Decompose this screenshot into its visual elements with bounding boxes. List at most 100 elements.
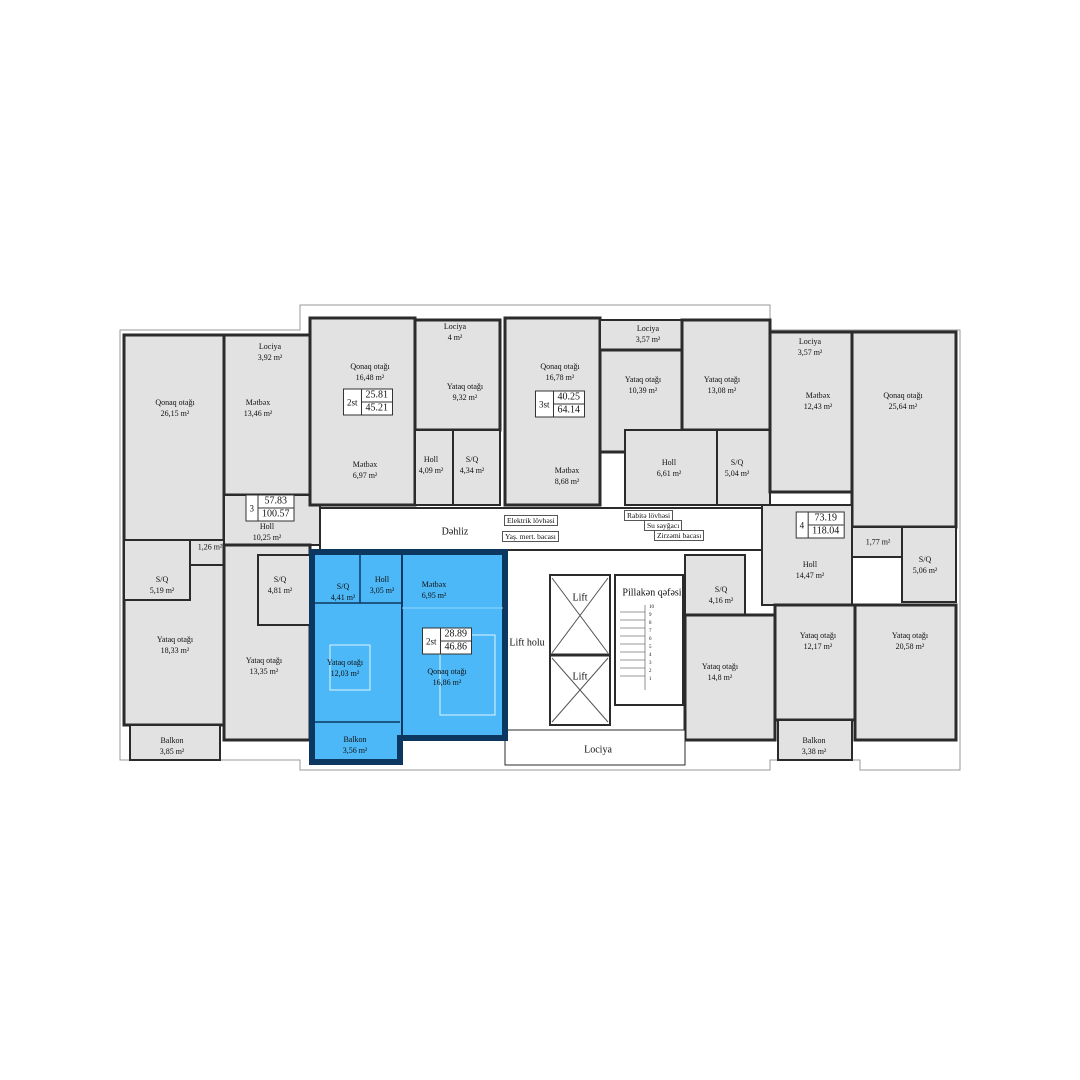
room-name: Qonaq otağı: [883, 391, 923, 400]
living-area: 28.89: [440, 629, 472, 642]
lift-stair-core: [504, 574, 686, 766]
room-name: Balkon: [160, 736, 184, 745]
room-name: Yataq otağı: [703, 375, 741, 384]
total-area: 100.57: [262, 508, 290, 520]
room-name: Yataq otağı: [446, 382, 484, 391]
stair-number: 2: [649, 669, 652, 674]
room-area: 5,19 m²: [149, 586, 175, 595]
stair-number: 9: [649, 613, 652, 618]
room-name: Holl: [374, 575, 390, 584]
room-label: Yataq otağı 13,08 m²: [704, 374, 740, 396]
room-area: 4,09 m²: [418, 466, 444, 475]
room-name: Lociya: [443, 322, 467, 331]
room-area: 12,43 m²: [803, 402, 833, 411]
room-area: 6,61 m²: [656, 469, 682, 478]
room-area: 18,33 m²: [160, 646, 190, 655]
apartment-4-right[interactable]: [683, 330, 958, 761]
room-name: Mətbəx: [245, 398, 271, 407]
room-area: 13,35 m²: [249, 667, 279, 676]
lift-label: Lift: [572, 671, 588, 683]
room-name: Yataq otağı: [701, 662, 739, 671]
room-area: 26,15 m²: [160, 409, 190, 418]
room-label: Qonaq otağı 26,15 m²: [155, 397, 194, 419]
stair-number: 3: [649, 661, 652, 666]
room-name: Mətbəx: [352, 460, 378, 469]
room-name: Mətbəx: [805, 391, 831, 400]
room-name: Lociya: [258, 342, 282, 351]
total-area: 45.21: [365, 402, 389, 414]
apartment-type: 3: [247, 495, 258, 521]
room-name: S/Q: [714, 585, 728, 594]
room-name: S/Q: [730, 458, 744, 467]
room-name: Yataq otağı: [245, 656, 283, 665]
room-label: Holl 3,05 m²: [370, 574, 395, 596]
total-area: 118.04: [812, 525, 840, 537]
room-name: Holl: [661, 458, 677, 467]
room-label: S/Q 4,16 m²: [709, 584, 734, 606]
room-name: Yataq otağı: [891, 631, 929, 640]
living-area: 73.19: [808, 513, 844, 526]
room-name: Yataq otağı: [326, 658, 364, 667]
room-area: 13,08 m²: [707, 386, 737, 395]
room-area: 1,77 m²: [865, 537, 891, 547]
room-area: 8,68 m²: [554, 477, 580, 486]
stair-number: 8: [649, 621, 652, 626]
room-area: 12,03 m²: [330, 669, 360, 678]
room-label: Holl 6,61 m²: [657, 457, 682, 479]
lift-hall-label: Lift holu: [509, 637, 545, 649]
apartment-2st-selected[interactable]: [309, 549, 508, 765]
room-area: 5,06 m²: [912, 566, 938, 575]
utility-tag: Zirzəmi bacası: [654, 530, 705, 541]
room-label: Mətbəx 12,43 m²: [804, 390, 833, 412]
room-area: 4 m²: [447, 333, 463, 342]
stairs-label: Pillakən qəfəsi: [622, 587, 682, 599]
room-area: 4,16 m²: [708, 596, 734, 605]
room-area: 5,04 m²: [724, 469, 750, 478]
stair-number: 10: [649, 605, 654, 610]
room-name: Balkon: [343, 735, 367, 744]
apartment-type: 3st: [536, 391, 554, 417]
room-area: 3,92 m²: [257, 353, 283, 362]
room-label: Balkon 3,85 m²: [160, 735, 185, 757]
room-area: 6,95 m²: [421, 591, 447, 600]
apartment-type: 2st: [344, 389, 362, 415]
stair-numbers: 1 2 3 4 5 6 7 8 9 10: [649, 604, 654, 684]
loggia-label: Lociya: [584, 744, 612, 756]
room-label: 1,77 m²: [866, 537, 891, 548]
room-name: S/Q: [273, 575, 287, 584]
room-name: Mətbəx: [554, 466, 580, 475]
apartment-2st-top[interactable]: [308, 316, 502, 507]
living-area: 57.83: [258, 496, 294, 509]
room-area: 3,57 m²: [635, 335, 661, 344]
room-name: Yataq otağı: [624, 375, 662, 384]
room-label: 1,26 m²: [198, 542, 223, 553]
apartment-type: 4: [797, 512, 809, 538]
room-name: Lociya: [798, 337, 822, 346]
room-name: Qonaq otağı: [155, 398, 195, 407]
living-area: 25.81: [361, 390, 393, 403]
room-name: Balkon: [802, 736, 826, 745]
corridor-label: Dəhliz: [441, 526, 469, 538]
room-area: 3,85 m²: [159, 747, 185, 756]
room-area: 3,38 m²: [801, 747, 827, 756]
room-label: Lociya 4 m²: [444, 321, 466, 343]
room-area: 3,05 m²: [369, 586, 395, 595]
